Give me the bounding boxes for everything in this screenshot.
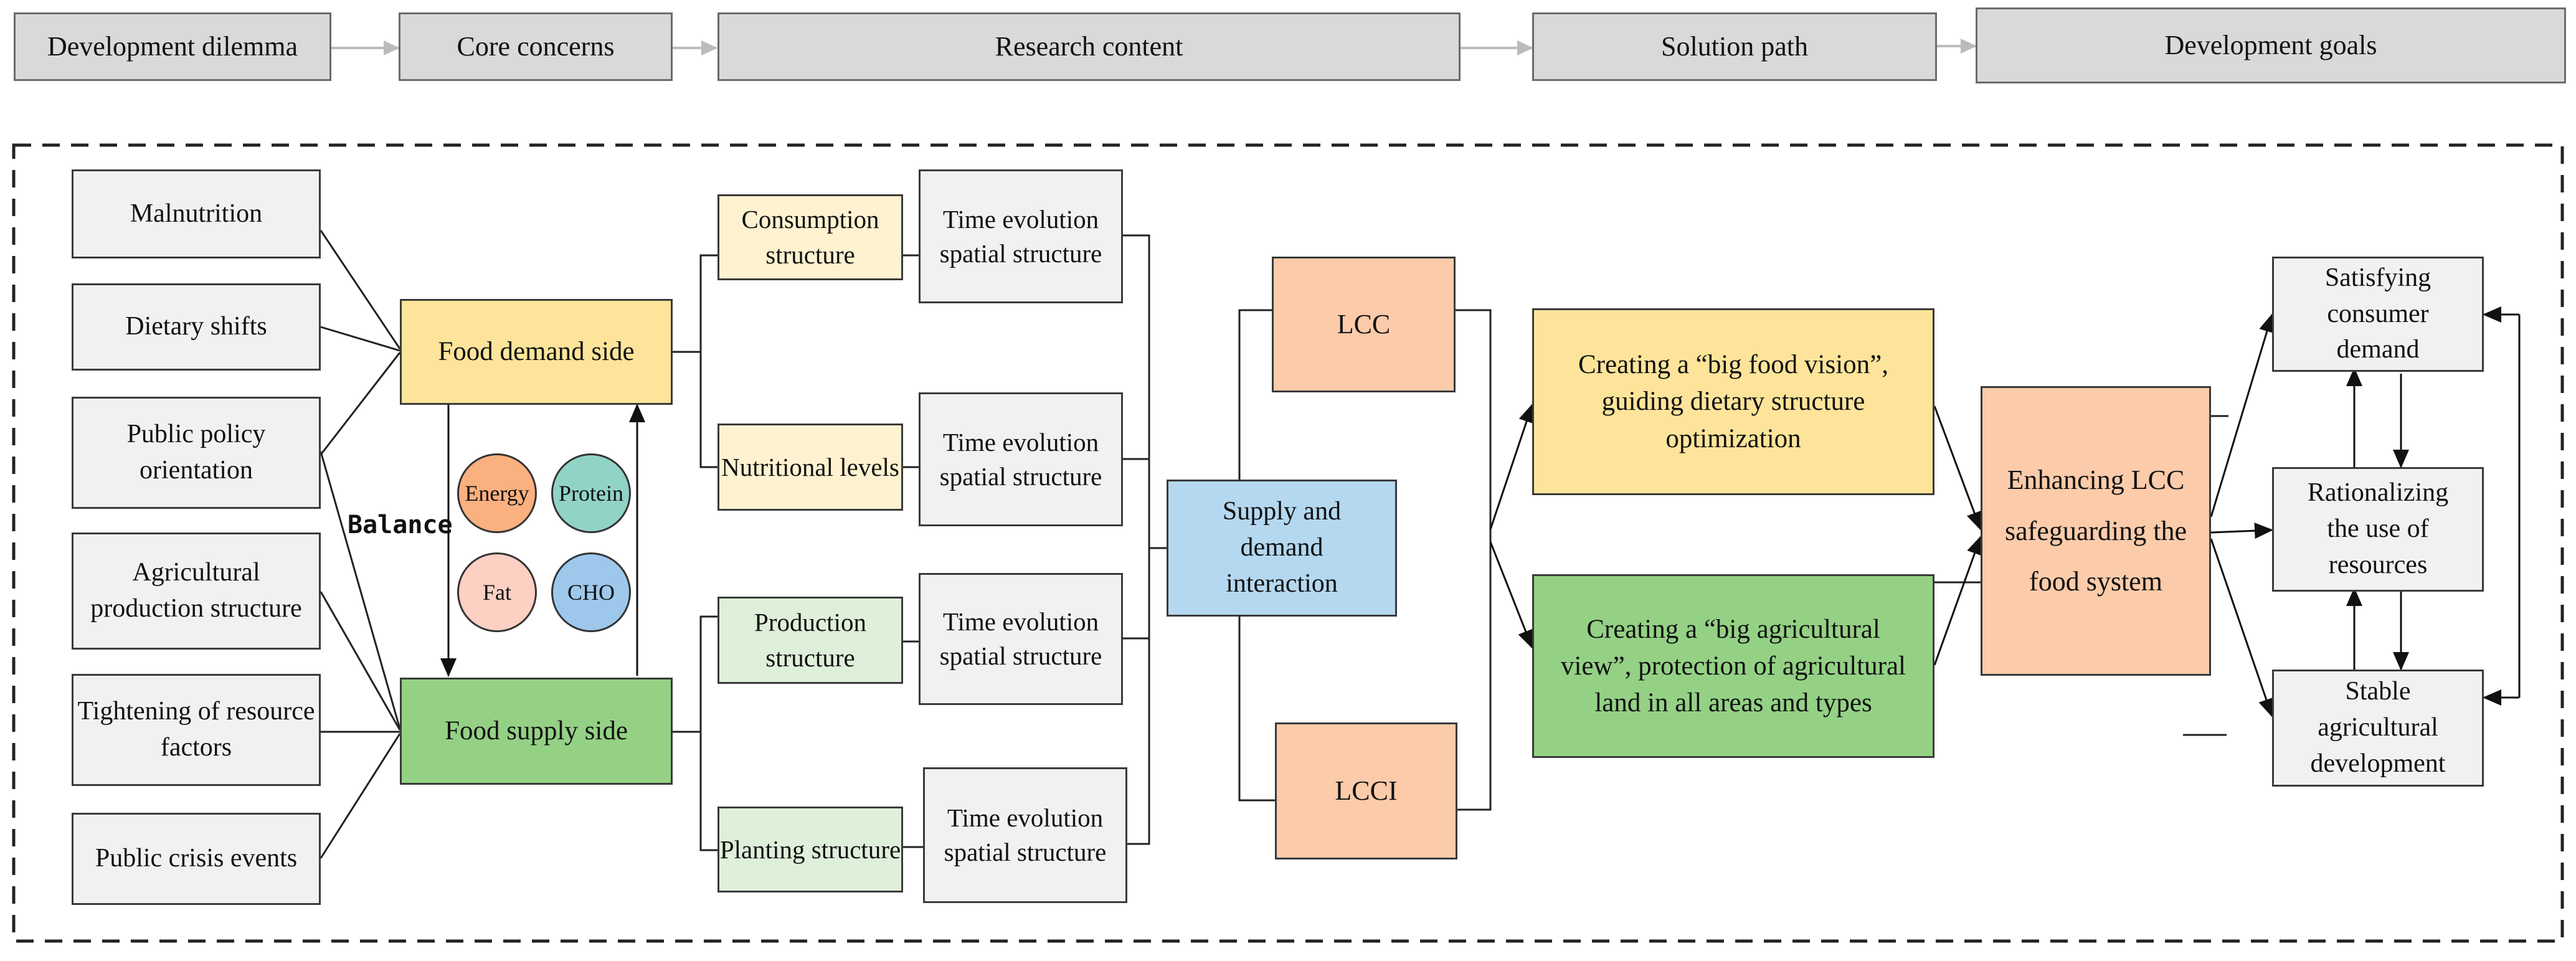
supply-demand-interaction: Supply and demand interaction: [1167, 480, 1397, 617]
big-food-vision: Creating a “big food vision”, guiding di…: [1532, 308, 1934, 495]
header-development-goals: Development goals: [1976, 7, 2566, 83]
dashed-frame: [12, 143, 2564, 943]
header-solution-path: Solution path: [1532, 12, 1937, 81]
lcc-box: LCC: [1272, 257, 1456, 392]
time-spatial-planting: Time evolution spatial structure: [923, 767, 1127, 903]
nutritional-levels: Nutritional levels: [717, 424, 903, 511]
energy-circle: Energy: [457, 453, 537, 533]
dilemma-public-crisis: Public crisis events: [72, 813, 321, 905]
time-spatial-production: Time evolution spatial structure: [919, 573, 1123, 705]
food-supply-side: Food supply side: [400, 678, 673, 785]
big-agricultural-view: Creating a “big agricultural view”, prot…: [1532, 574, 1934, 758]
planting-structure: Planting structure: [717, 807, 903, 892]
header-core-concerns: Core concerns: [399, 12, 673, 81]
cho-circle: CHO: [551, 552, 631, 632]
dilemma-dietary-shifts: Dietary shifts: [72, 283, 321, 371]
lcci-box: LCCI: [1275, 722, 1457, 859]
time-spatial-consumption: Time evolution spatial structure: [919, 169, 1123, 303]
protein-circle: Protein: [551, 453, 631, 533]
enhancing-lcc: Enhancing LCC safeguarding the food syst…: [1981, 386, 2211, 676]
header-development-dilemma: Development dilemma: [14, 12, 331, 81]
header-research-content: Research content: [717, 12, 1461, 81]
dilemma-public-policy: Public policy orientation: [72, 397, 321, 509]
goal-rational-resources: Rationalizing the use of resources: [2272, 467, 2484, 592]
balance-label: Balance: [348, 511, 453, 539]
dilemma-agricultural-structure: Agricultural production structure: [72, 533, 321, 650]
production-structure: Production structure: [717, 597, 903, 684]
goal-stable-agriculture: Stable agricultural development: [2272, 670, 2484, 787]
fat-circle: Fat: [457, 552, 537, 632]
dilemma-malnutrition: Malnutrition: [72, 169, 321, 258]
time-spatial-nutrition: Time evolution spatial structure: [919, 392, 1123, 526]
dilemma-resource-factors: Tightening of resource factors: [72, 674, 321, 786]
goal-consumer-demand: Satisfying consumer demand: [2272, 257, 2484, 372]
food-demand-side: Food demand side: [400, 299, 673, 405]
consumption-structure: Consumption structure: [717, 194, 903, 280]
